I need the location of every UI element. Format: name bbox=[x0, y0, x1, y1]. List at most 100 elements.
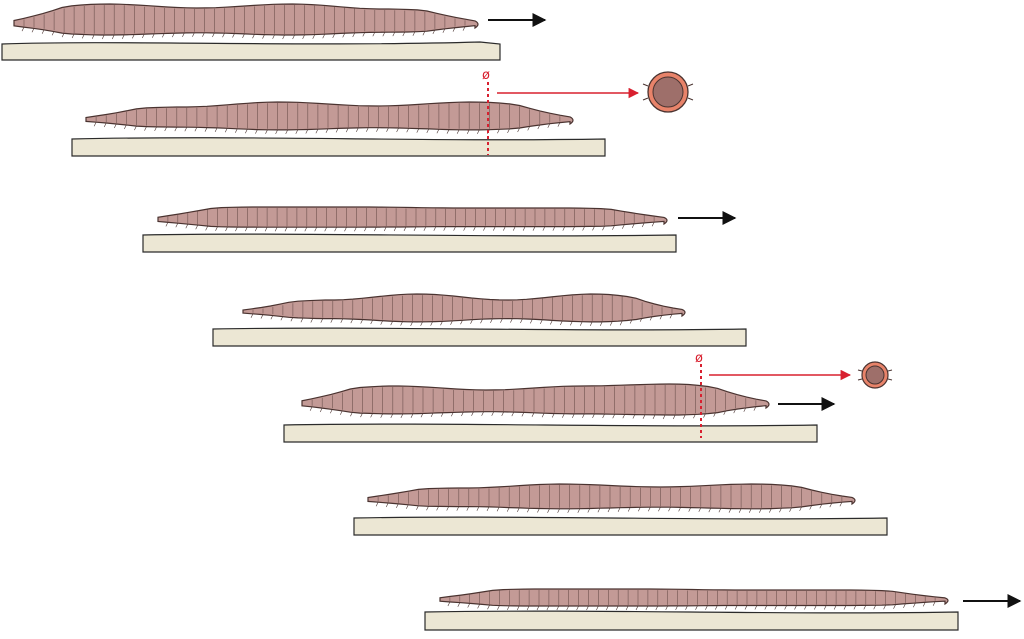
worm-bristle bbox=[402, 31, 406, 37]
worm-bristle bbox=[493, 226, 496, 231]
worm-bristle bbox=[607, 507, 611, 513]
worm-bristle bbox=[392, 31, 396, 37]
worm-bristle bbox=[486, 506, 490, 512]
worm-bristle bbox=[531, 412, 535, 417]
worm-bristle bbox=[413, 226, 417, 232]
worm-bristle bbox=[124, 124, 127, 130]
worm-bristle bbox=[596, 605, 599, 611]
worm-bristle bbox=[728, 508, 732, 513]
worm-bristle bbox=[516, 605, 520, 611]
worm-bristle bbox=[290, 317, 294, 322]
worm-bristle bbox=[490, 318, 493, 324]
worm-bristle bbox=[374, 226, 377, 232]
worm-bristle bbox=[587, 508, 591, 513]
worm-bristle bbox=[396, 127, 399, 133]
worm-bristle bbox=[582, 226, 585, 231]
worm-bristle bbox=[913, 603, 916, 608]
worm-bristle bbox=[423, 226, 427, 231]
worm-bristle bbox=[547, 123, 551, 128]
worm-bristle bbox=[396, 503, 399, 509]
worm-bristle bbox=[477, 129, 480, 135]
worm-bristle bbox=[461, 411, 464, 417]
worm-bristle bbox=[164, 126, 167, 132]
worm-bristle bbox=[134, 125, 137, 131]
worm-bristle bbox=[517, 127, 520, 133]
section-label-5: ø bbox=[695, 351, 703, 366]
worm-body bbox=[439, 588, 949, 607]
worm-bristle bbox=[560, 320, 563, 326]
worm-bristle bbox=[748, 508, 752, 513]
worm-bristle bbox=[214, 127, 218, 133]
worm-bristle bbox=[91, 34, 95, 39]
worm-bristle bbox=[342, 33, 345, 38]
worm-bristle bbox=[242, 33, 245, 39]
worm-bristle bbox=[503, 226, 506, 231]
worm-bristle bbox=[451, 412, 454, 417]
worm-bristle bbox=[540, 319, 543, 325]
worm-bristle bbox=[662, 414, 666, 420]
worm-bristle bbox=[599, 321, 603, 327]
worm-bristle bbox=[416, 505, 419, 510]
worm-bristle bbox=[172, 32, 175, 38]
worm-bristle bbox=[420, 413, 424, 418]
worm-bristle bbox=[804, 605, 807, 610]
ground-3 bbox=[142, 233, 677, 253]
worm-bristle bbox=[506, 507, 510, 512]
worm-bristle bbox=[260, 314, 264, 319]
worm-bristle bbox=[320, 318, 324, 323]
worm-bristle bbox=[638, 507, 641, 512]
worm-bristle bbox=[592, 226, 595, 231]
worm-bristle bbox=[162, 33, 165, 38]
worm-bristle bbox=[507, 605, 510, 611]
worm-bristle bbox=[380, 320, 383, 325]
worm-body bbox=[157, 206, 668, 228]
worm-bristle bbox=[873, 605, 876, 610]
worm-bristle bbox=[586, 605, 589, 611]
ground-2 bbox=[71, 137, 606, 157]
worm-bristle bbox=[450, 320, 453, 325]
worm-bristle bbox=[609, 321, 613, 326]
worm-bristle bbox=[195, 225, 198, 230]
worm-bristle bbox=[922, 602, 926, 607]
worm-bristle bbox=[185, 224, 189, 229]
worm-bristle bbox=[364, 226, 367, 232]
ground-4 bbox=[212, 327, 747, 347]
worm-bristle bbox=[426, 506, 429, 511]
worm-bristle bbox=[526, 605, 530, 611]
worm-bristle bbox=[649, 316, 653, 321]
worm-bristle bbox=[695, 605, 698, 610]
worm-bristle bbox=[582, 413, 585, 419]
worm-bristle bbox=[456, 506, 460, 511]
worm-2 bbox=[85, 101, 574, 135]
worm-bristle bbox=[446, 506, 449, 511]
worm-bristle bbox=[264, 227, 268, 232]
worm-bristle bbox=[446, 129, 450, 134]
worm-bristle bbox=[566, 605, 569, 611]
worm-bristle bbox=[354, 227, 357, 232]
worm-bristle bbox=[833, 605, 837, 610]
worm-bristle bbox=[324, 227, 327, 232]
worm-bristle bbox=[507, 128, 510, 134]
worm-bristle bbox=[698, 507, 702, 512]
worm-bristle bbox=[477, 604, 480, 609]
worm-bristle bbox=[51, 31, 55, 36]
worm-bristle bbox=[356, 127, 359, 133]
cross-section-2 bbox=[642, 71, 694, 113]
worm-bristle bbox=[31, 28, 35, 33]
worm-bristle bbox=[648, 507, 651, 512]
worm-bristle bbox=[562, 226, 566, 231]
worm-bristle bbox=[627, 507, 631, 512]
worm-bristle bbox=[410, 321, 413, 327]
worm-bristle bbox=[319, 407, 323, 413]
worm-bristle bbox=[779, 508, 782, 513]
worm-3 bbox=[157, 206, 668, 232]
worm-bristle bbox=[481, 411, 484, 416]
worm-body bbox=[301, 383, 770, 416]
worm-bristle bbox=[863, 605, 867, 610]
worm-4 bbox=[242, 293, 686, 327]
worm-bristle bbox=[612, 414, 615, 419]
worm-bristle bbox=[659, 315, 663, 320]
worm-bristle bbox=[814, 605, 817, 610]
worm-bristle bbox=[292, 34, 295, 40]
